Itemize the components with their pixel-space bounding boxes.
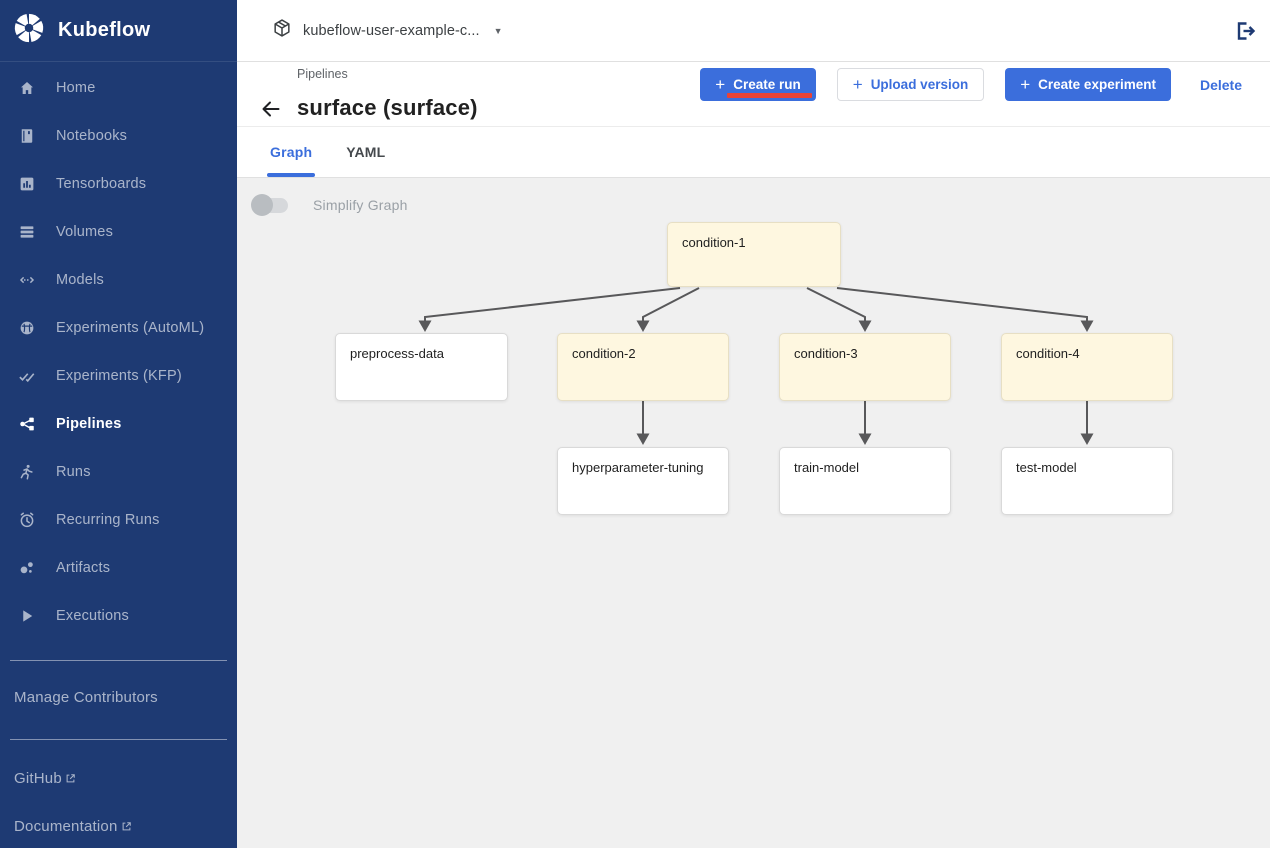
sidebar-item-label: Recurring Runs [56, 512, 160, 528]
home-icon [17, 78, 37, 98]
sidebar-item-volumes[interactable]: Volumes [0, 208, 237, 256]
sidebar-item-recurring-runs[interactable]: Recurring Runs [0, 496, 237, 544]
tab-graph-label: Graph [270, 144, 313, 160]
artifacts-icon [17, 558, 37, 578]
notebooks-icon [17, 126, 37, 146]
plus-icon: + [1020, 75, 1031, 94]
models-icon [17, 270, 37, 290]
pipelines-icon [17, 414, 37, 434]
node-label: preprocess-data [350, 346, 444, 361]
pipeline-graph-canvas[interactable]: Simplify Graph condition-1 preprocess-da… [237, 178, 1270, 848]
page-header: Pipelines surface (surface) + Create run… [237, 62, 1270, 127]
kubeflow-logo-icon [12, 11, 46, 50]
sidebar-divider [10, 660, 227, 661]
sidebar-item-label: Tensorboards [56, 176, 147, 192]
sidebar-item-tensorboards[interactable]: Tensorboards [0, 160, 237, 208]
pipeline-node-condition-3[interactable]: condition-3 [779, 333, 951, 401]
sidebar-item-executions[interactable]: Executions [0, 592, 237, 640]
simplify-graph-label: Simplify Graph [313, 197, 408, 213]
sidebar-item-label: Pipelines [56, 416, 122, 432]
pipeline-node-condition-2[interactable]: condition-2 [557, 333, 729, 401]
sidebar-item-artifacts[interactable]: Artifacts [0, 544, 237, 592]
tensorboards-icon [17, 174, 37, 194]
sidebar-item-notebooks[interactable]: Notebooks [0, 112, 237, 160]
node-label: test-model [1016, 460, 1077, 475]
namespace-selector[interactable]: kubeflow-user-example-c... ▼ [272, 18, 503, 43]
pipeline-node-test-model[interactable]: test-model [1001, 447, 1173, 515]
experiments-kfp-icon [17, 366, 37, 386]
documentation-link[interactable]: Documentation [14, 818, 131, 835]
runs-icon [17, 462, 37, 482]
experiments-automl-icon [17, 318, 37, 338]
documentation-link-label: Documentation [14, 818, 118, 835]
pipeline-node-train-model[interactable]: train-model [779, 447, 951, 515]
sidebar-nav: Home Notebooks Tensorboards Volumes Mode… [0, 64, 237, 640]
node-label: condition-3 [794, 346, 858, 361]
create-run-button[interactable]: + Create run [700, 68, 816, 101]
executions-icon [17, 606, 37, 626]
sidebar-item-label: Volumes [56, 224, 114, 240]
sidebar-item-home[interactable]: Home [0, 64, 237, 112]
active-tab-indicator [267, 173, 316, 177]
node-label: train-model [794, 460, 860, 475]
create-experiment-label: Create experiment [1038, 77, 1156, 92]
github-link-label: GitHub [14, 770, 62, 787]
plus-icon: + [852, 75, 863, 94]
create-experiment-button[interactable]: + Create experiment [1005, 68, 1171, 101]
sidebar-item-label: Models [56, 272, 104, 288]
recurring-runs-icon [17, 510, 37, 530]
simplify-graph-toggle[interactable] [251, 194, 289, 216]
sidebar-item-pipelines[interactable]: Pipelines [0, 400, 237, 448]
upload-version-button[interactable]: + Upload version [836, 68, 985, 101]
sidebar-item-label: Experiments (KFP) [56, 368, 182, 384]
breadcrumb[interactable]: Pipelines [297, 67, 348, 81]
sidebar-item-label: Home [56, 80, 96, 96]
kubeflow-logo-row[interactable]: Kubeflow [0, 0, 237, 62]
github-link[interactable]: GitHub [14, 770, 75, 787]
tab-bar: Graph YAML [237, 127, 1270, 178]
sidebar: Kubeflow Home Notebooks Tensorboards Vol… [0, 0, 237, 848]
node-label: condition-4 [1016, 346, 1080, 361]
caret-down-icon: ▼ [493, 25, 503, 36]
tab-graph[interactable]: Graph [253, 127, 329, 177]
sidebar-item-experiments-automl[interactable]: Experiments (AutoML) [0, 304, 237, 352]
pipeline-node-condition-1[interactable]: condition-1 [667, 222, 841, 287]
sidebar-item-label: Experiments (AutoML) [56, 320, 205, 336]
sidebar-item-label: Executions [56, 608, 129, 624]
kubeflow-wordmark: Kubeflow [58, 19, 151, 41]
namespace-cube-icon [272, 18, 292, 43]
topbar: kubeflow-user-example-c... ▼ [237, 0, 1270, 62]
plus-icon: + [715, 75, 726, 94]
node-label: condition-2 [572, 346, 636, 361]
sidebar-divider [10, 739, 227, 740]
sidebar-item-label: Runs [56, 464, 91, 480]
delete-button[interactable]: Delete [1199, 76, 1242, 93]
simplify-graph-row: Simplify Graph [251, 194, 408, 216]
sidebar-item-label: Artifacts [56, 560, 111, 576]
tab-yaml-label: YAML [346, 144, 386, 160]
external-link-icon [122, 818, 131, 835]
sidebar-item-models[interactable]: Models [0, 256, 237, 304]
pipeline-node-preprocess-data[interactable]: preprocess-data [335, 333, 508, 401]
red-underline-annotation [727, 93, 812, 98]
sidebar-item-label: Notebooks [56, 128, 128, 144]
volumes-icon [17, 222, 37, 242]
external-link-icon [66, 770, 75, 787]
toggle-knob [251, 194, 273, 216]
node-label: hyperparameter-tuning [572, 460, 704, 475]
tab-yaml[interactable]: YAML [329, 127, 402, 177]
back-button[interactable] [259, 97, 285, 123]
pipeline-node-condition-4[interactable]: condition-4 [1001, 333, 1173, 401]
page-title: surface (surface) [297, 95, 478, 120]
sidebar-item-runs[interactable]: Runs [0, 448, 237, 496]
create-run-label: Create run [733, 77, 801, 92]
manage-contributors-link[interactable]: Manage Contributors [14, 689, 158, 706]
sidebar-item-experiments-kfp[interactable]: Experiments (KFP) [0, 352, 237, 400]
namespace-name: kubeflow-user-example-c... [303, 22, 480, 39]
logout-icon[interactable] [1234, 19, 1258, 43]
node-label: condition-1 [682, 235, 746, 250]
pipeline-node-hyperparameter-tuning[interactable]: hyperparameter-tuning [557, 447, 729, 515]
upload-version-label: Upload version [870, 77, 969, 92]
header-actions: + Create run + Upload version + Create e… [700, 68, 1242, 101]
